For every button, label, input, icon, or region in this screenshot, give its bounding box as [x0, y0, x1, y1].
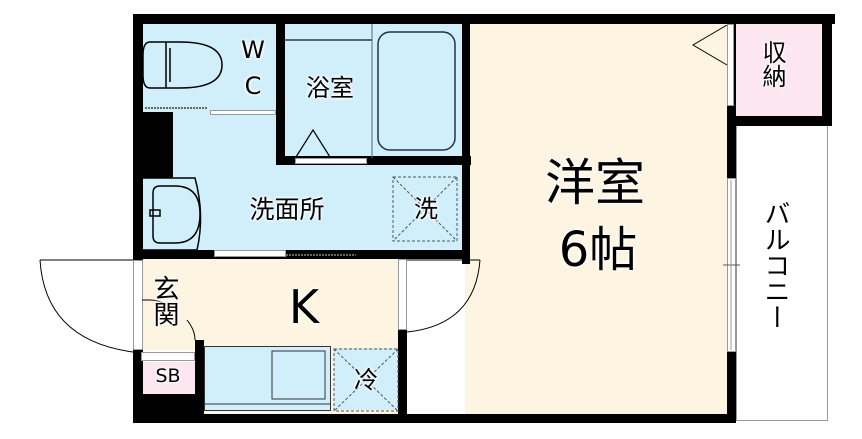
shoebox-divider — [141, 352, 195, 361]
shoe-box-label: SB — [155, 365, 181, 387]
kitchen-sink-icon — [271, 350, 326, 400]
kitchen-label: K — [288, 280, 320, 334]
western-room-label-1: 洋室 — [545, 154, 645, 212]
outer-wall-top — [133, 14, 835, 24]
washroom-label: 洗面所 — [249, 195, 325, 224]
entrance-door-swing — [39, 259, 134, 353]
fridge-label: 冷 — [354, 366, 378, 394]
bath-door-opening — [295, 158, 367, 164]
wall-left-block — [133, 112, 173, 178]
fridge-icon — [333, 348, 399, 412]
outer-wall-bottom — [133, 414, 735, 423]
balcony-label: バルコニー — [760, 200, 790, 330]
fridge-space — [334, 348, 399, 410]
wall-storage-bottom — [727, 116, 832, 126]
shoe-box — [141, 362, 195, 394]
western-door-swing — [406, 259, 481, 333]
entrance-area — [140, 258, 200, 350]
wc-label-w: W — [241, 36, 265, 64]
bathroom-label: 浴室 — [306, 74, 354, 102]
western-room-label-2: 6帖 — [558, 222, 638, 278]
washer-icon — [392, 176, 458, 242]
entrance-label: 玄関 — [149, 275, 179, 327]
washer-label: 洗 — [414, 195, 438, 223]
wall-storage-right — [822, 14, 832, 126]
western-room — [465, 24, 732, 414]
storage-door-opening — [727, 24, 734, 106]
sb-base-wall — [133, 394, 203, 423]
storage-label: 収納 — [758, 40, 786, 88]
wc-label-c: C — [244, 72, 262, 100]
outer-wall-left-lower — [133, 350, 143, 423]
wall-bath-western — [462, 14, 470, 264]
wall-kitchen-western — [398, 330, 407, 423]
balcony-area — [736, 125, 828, 421]
wc-door-opening — [210, 110, 276, 115]
kitchen-counter — [204, 346, 331, 411]
wall-wc-bath — [276, 14, 285, 164]
washroom-door-opening — [214, 250, 286, 257]
entrance-door-jamb — [133, 260, 143, 350]
storage-room — [735, 24, 825, 118]
toilet-icon — [142, 41, 223, 89]
sink-icon — [143, 177, 202, 251]
wall-entrance-kitchen — [195, 340, 204, 423]
bathtub-icon — [377, 31, 456, 151]
wall-bath-bottom — [276, 156, 471, 165]
kitchen-door-jamb — [398, 259, 407, 330]
